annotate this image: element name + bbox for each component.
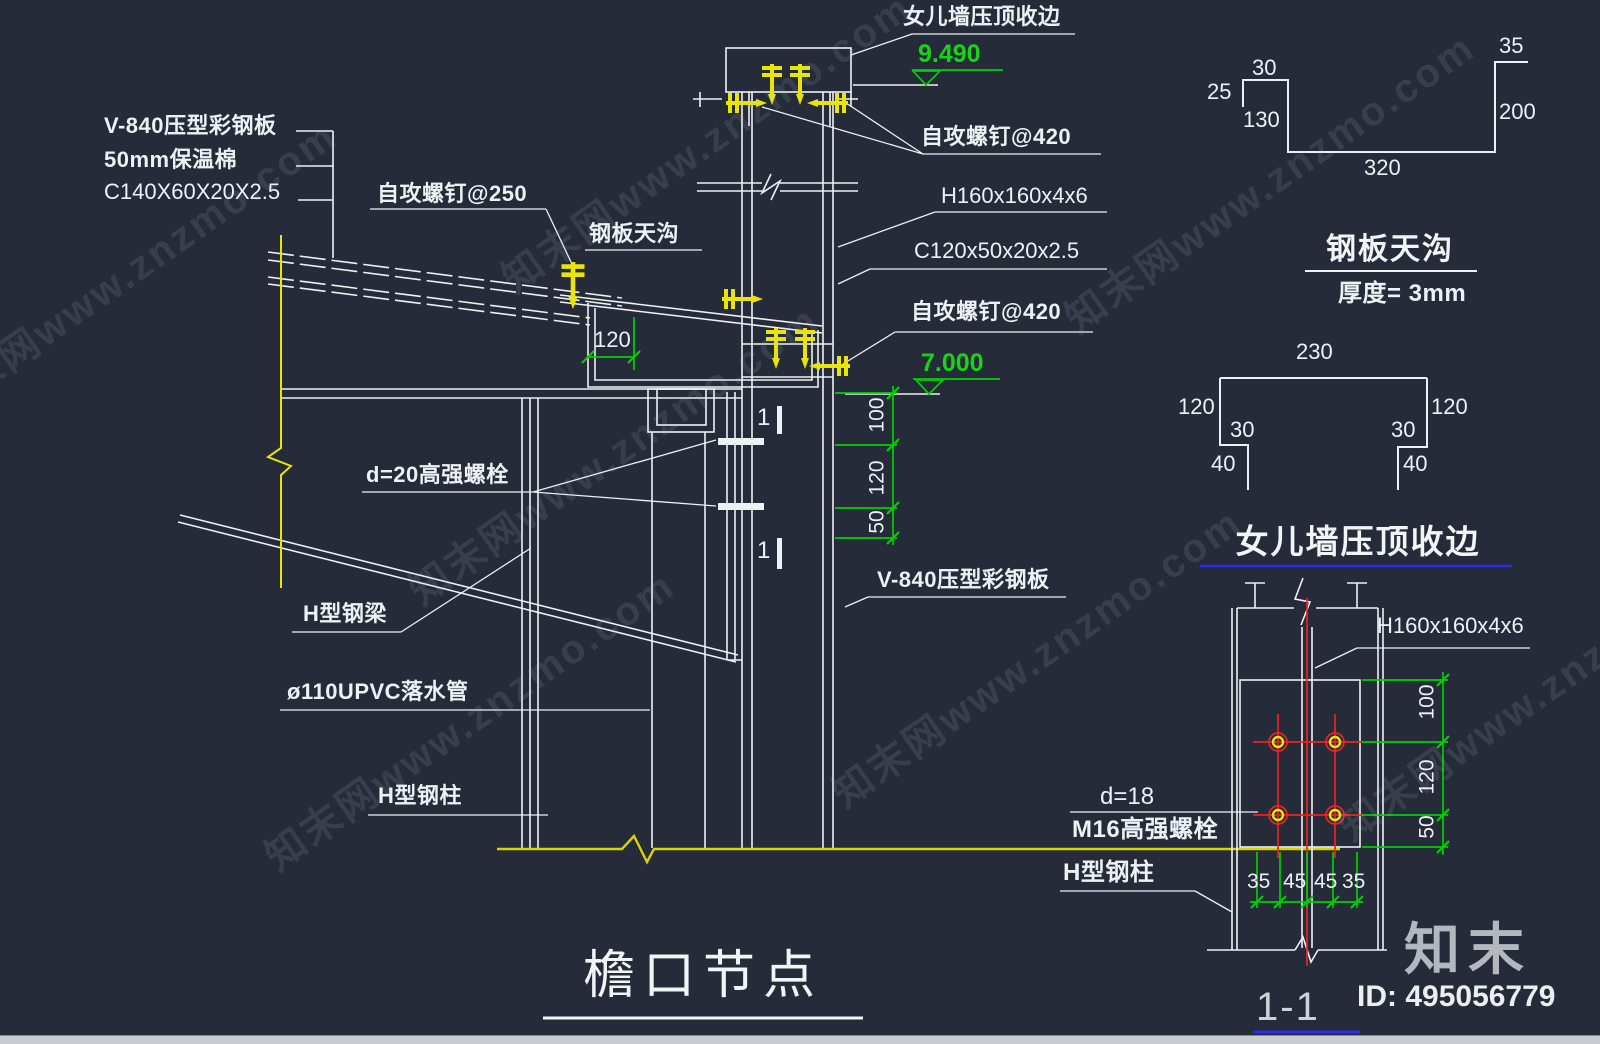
cap-dim-130: 130 <box>1243 107 1280 132</box>
label-purlin-spec: C140X60X20X2.5 <box>104 179 281 204</box>
cap-dim-30: 30 <box>1252 55 1277 80</box>
gutter-dim-40-right: 40 <box>1403 451 1428 476</box>
gutter-dim-40-left: 40 <box>1211 451 1236 476</box>
drawing-title: 檐口节点 <box>582 947 823 1005</box>
section-dim-45b: 45 <box>1314 870 1338 893</box>
gutter-detail-title: 钢板天沟 <box>1326 233 1454 266</box>
cap-dim-200: 200 <box>1499 99 1536 124</box>
cap-flashing-profile-lines <box>1242 61 1528 153</box>
gutter-dim-230: 230 <box>1296 339 1333 364</box>
label-downpipe: ø110UPVC落水管 <box>287 679 469 704</box>
section-column-spec: H160x160x4x6 <box>1377 613 1524 638</box>
section-dim-50: 50 <box>1415 815 1439 839</box>
yellow-break-lines <box>265 235 1340 865</box>
section-1-1-bolt-rings <box>1271 735 1342 822</box>
dim-vertical-120: 120 <box>865 460 889 496</box>
gutter-profile-lines <box>1219 377 1428 490</box>
section-h-column: H型钢柱 <box>1063 859 1155 886</box>
cap-dim-35: 35 <box>1499 33 1524 58</box>
drawing-id: ID: 495056779 <box>1357 980 1556 1013</box>
gutter-dim-30-left: 30 <box>1230 417 1255 442</box>
title-underlines <box>543 270 1512 1034</box>
label-column-spec: H160x160x4x6 <box>941 183 1088 208</box>
section-1-1-dimensions <box>1249 672 1451 910</box>
section-1-1-label: 1-1 <box>1256 985 1320 1029</box>
label-insulation: 50mm保温棉 <box>104 147 238 172</box>
label-screw-420-top: 自攻螺钉@420 <box>921 124 1072 149</box>
gutter-dim-120-right: 120 <box>1431 394 1468 419</box>
label-bolt-d20: d=20高强螺栓 <box>366 462 509 487</box>
section-dim-45a: 45 <box>1283 870 1307 893</box>
elevation-7000: 7.000 <box>921 349 984 377</box>
label-h-beam: H型钢梁 <box>303 601 387 626</box>
label-wall-cladding: V-840压型彩钢板 <box>877 567 1050 592</box>
gutter-thickness: 厚度= 3mm <box>1338 280 1467 307</box>
section-cut-marker: 1 <box>757 537 771 564</box>
green-dimensions-main <box>580 69 1003 546</box>
site-logo: 知末 <box>1404 918 1532 981</box>
cap-dim-320: 320 <box>1364 155 1401 180</box>
label-h-column: H型钢柱 <box>378 783 462 808</box>
section-bolt-spec: M16高强螺栓 <box>1072 816 1219 843</box>
elevation-9490: 9.490 <box>918 40 981 68</box>
section-dim-35b: 35 <box>1342 870 1366 893</box>
gutter-dim-30-right: 30 <box>1391 417 1416 442</box>
gutter-dim-120-left: 120 <box>1178 394 1215 419</box>
leader-lines <box>280 33 1107 816</box>
bolt-and-section-bars <box>718 406 782 569</box>
section-dim-35a: 35 <box>1247 870 1271 893</box>
label-screw-420-mid: 自攻螺钉@420 <box>911 299 1062 324</box>
section-1-1-lines <box>1060 577 1530 964</box>
label-steel-gutter: 钢板天沟 <box>589 221 680 246</box>
window-edge-strip <box>0 1035 1600 1044</box>
cap-dim-25: 25 <box>1207 79 1232 104</box>
label-roof-cladding: V-840压型彩钢板 <box>104 113 277 138</box>
dim-gutter-120: 120 <box>594 327 631 352</box>
dim-vertical-50: 50 <box>865 510 889 534</box>
section-cut-marker: 1 <box>757 404 771 431</box>
dim-vertical-100: 100 <box>865 397 889 433</box>
section-title-parapet-cap: 女儿墙压顶收边 <box>1235 523 1481 560</box>
label-screw-250: 自攻螺钉@250 <box>377 181 528 206</box>
section-bolt-dia: d=18 <box>1100 783 1155 810</box>
label-girt-spec: C120x50x20x2.5 <box>914 238 1080 263</box>
section-dim-100: 100 <box>1415 684 1439 720</box>
label-parapet-cap: 女儿墙压顶收边 <box>903 4 1061 29</box>
section-dim-120: 120 <box>1415 759 1439 795</box>
